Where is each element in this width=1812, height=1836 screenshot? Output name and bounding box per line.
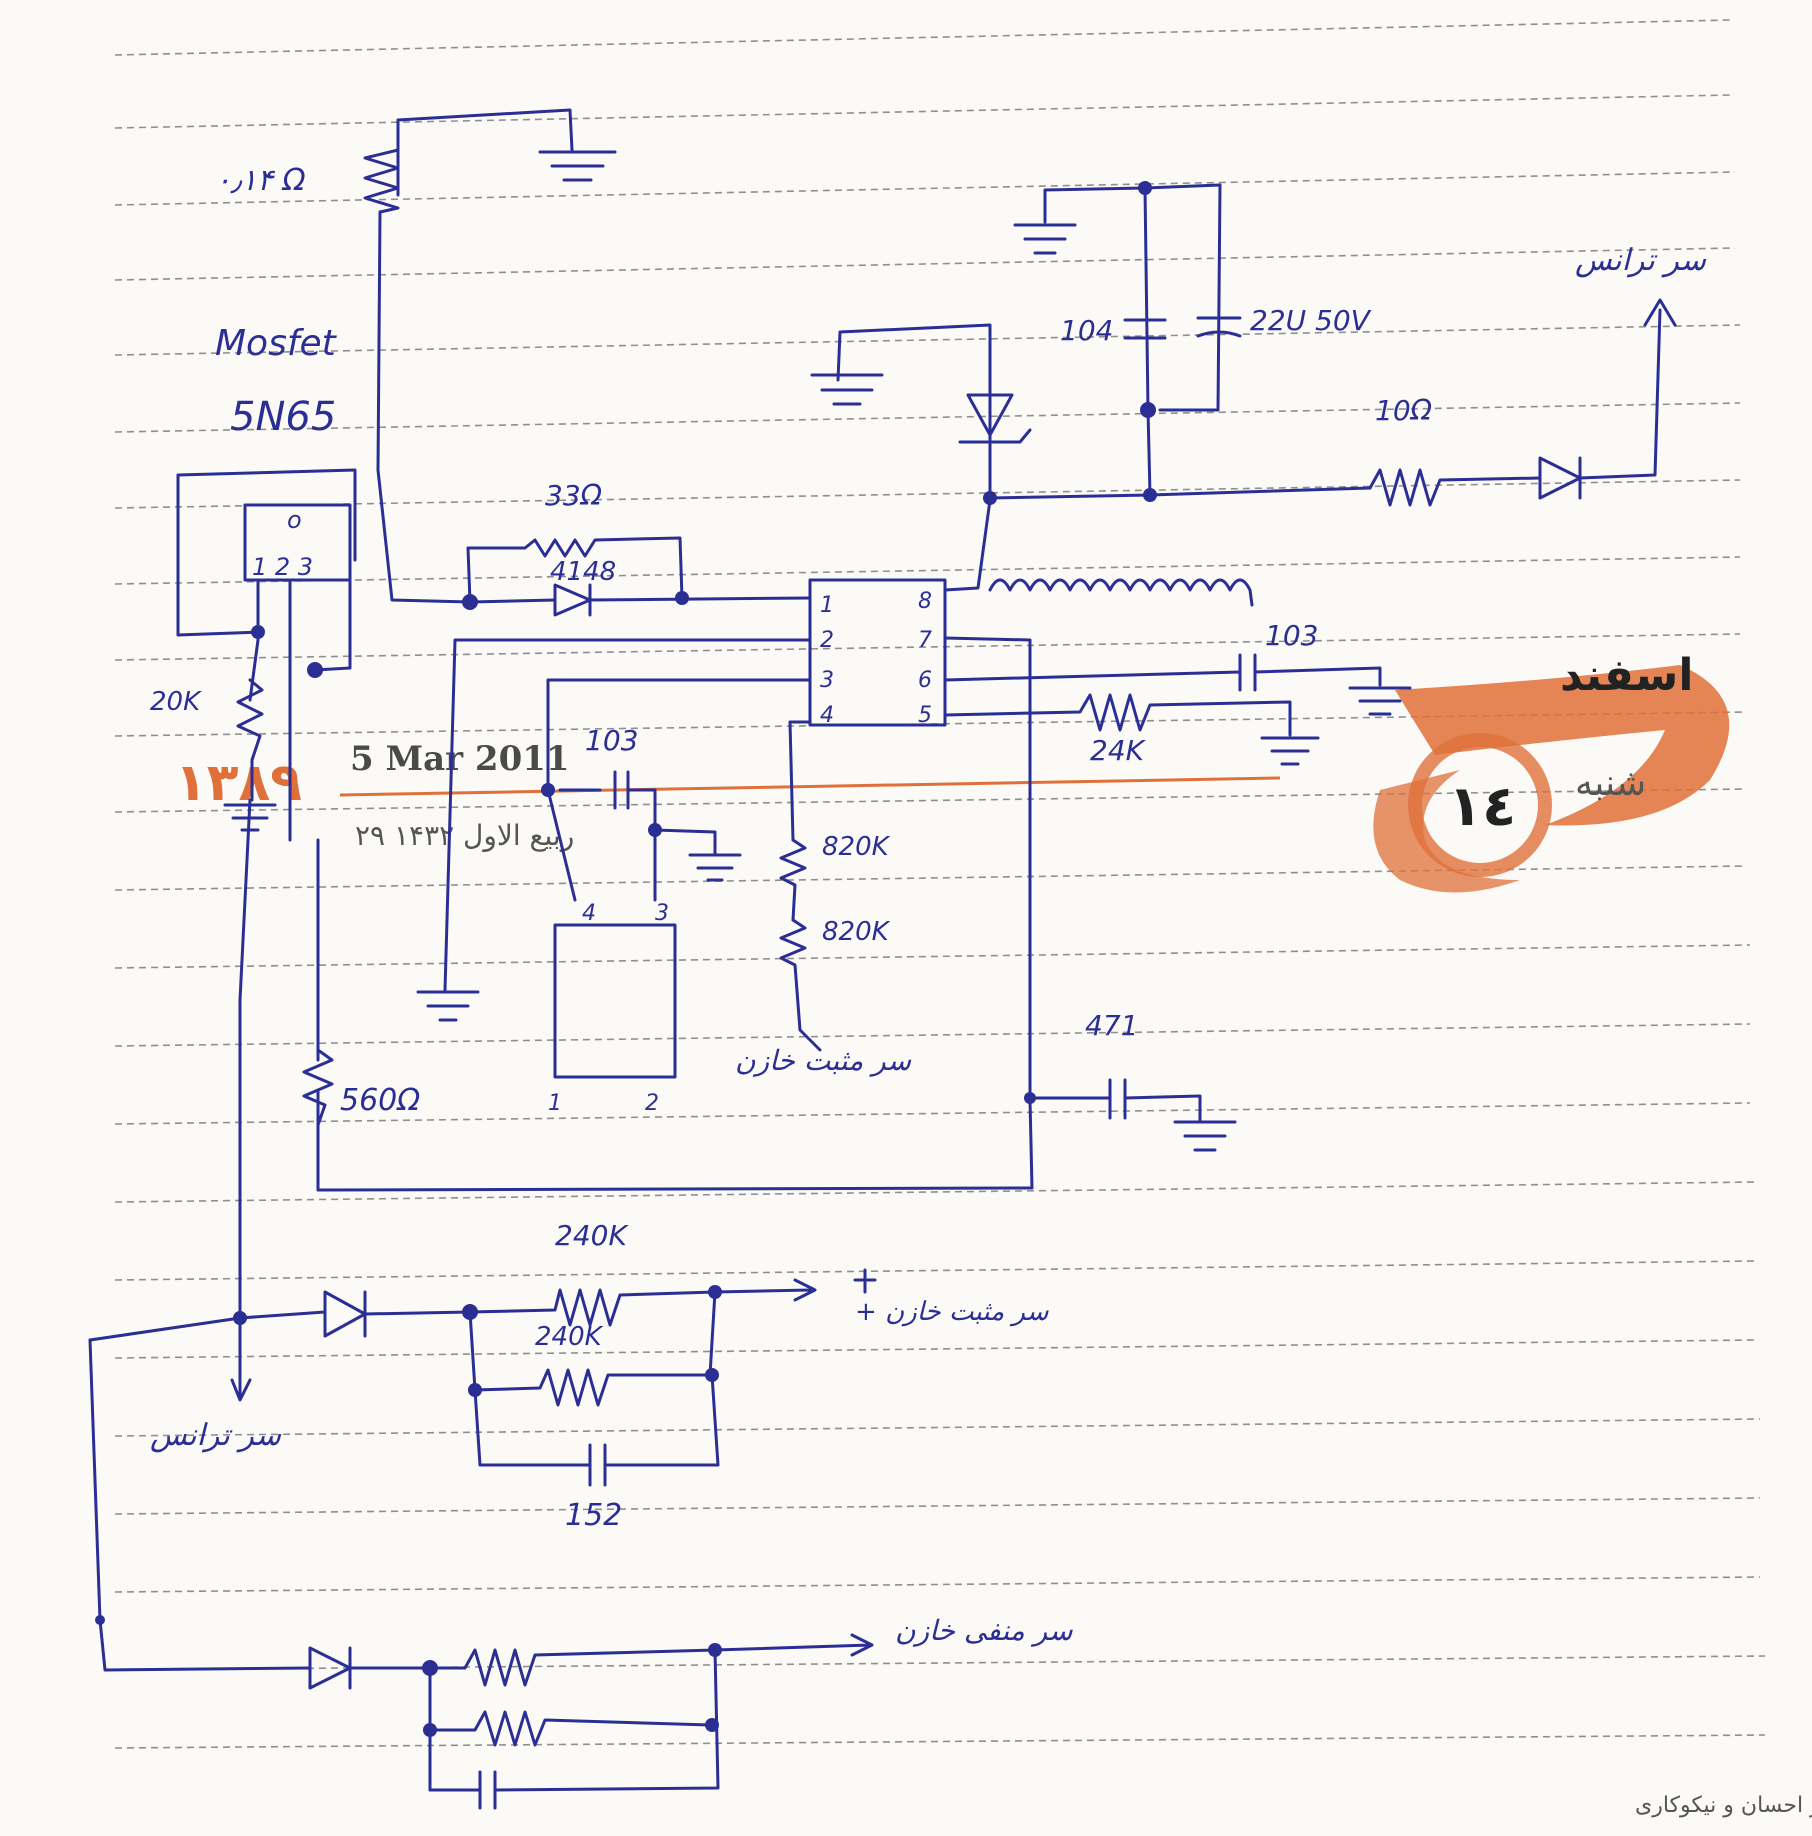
label-r240k-a: 240K — [555, 1219, 629, 1252]
label-fb: سر مثبت خازن — [735, 1044, 912, 1077]
label-c103-mid: 103 — [585, 724, 638, 757]
label-mosfet-pins: 1 2 3 — [252, 553, 313, 581]
junction-dots — [95, 181, 1157, 1737]
label-pos-cap: + سر مثبت خازن — [855, 1297, 1050, 1327]
inductor-coil — [988, 578, 1254, 607]
label-c471: 471 — [1085, 1009, 1138, 1042]
date-badge: اسفند شنبه ١٤ — [1373, 650, 1730, 893]
label-r240k-b: 240K — [535, 1322, 604, 1352]
label-mosfet-part: 5N65 — [230, 394, 336, 440]
label-trans-bottom: سر ترانس — [150, 1418, 282, 1453]
label-subchip-pin1: 1 — [548, 1091, 562, 1116]
ic-pin-3: 3 — [820, 668, 834, 693]
label-r560: 560Ω — [340, 1083, 420, 1118]
ruled-lines — [114, 19, 1766, 1749]
gregorian-date: 5 Mar 2011 — [350, 739, 570, 779]
label-r24k: 24K — [1090, 734, 1147, 767]
label-out-top: سر ترانس — [1575, 243, 1707, 278]
mosfet-heatsink — [176, 468, 357, 637]
mosfet-body — [243, 503, 352, 582]
label-mosfet-top: o — [287, 506, 302, 534]
wires — [88, 108, 1677, 1810]
control-ic — [808, 578, 947, 727]
label-r820k-b: 820K — [822, 917, 891, 947]
ic-pin-1: 1 — [820, 593, 834, 618]
label-c22u: 22U 50V — [1250, 304, 1372, 337]
label-subchip-pin4: 4 — [582, 901, 596, 926]
ic-pin-labels: 1 2 3 4 8 7 6 5 — [820, 589, 932, 728]
ic-pin-5: 5 — [918, 703, 932, 728]
badge-day: ١٤ — [1448, 774, 1516, 839]
label-subchip-pin2: 2 — [645, 1091, 659, 1116]
badge-month: اسفند — [1560, 650, 1693, 701]
schematic-labels: ۰٫۱۴ Ω Mosfet 5N65 o 1 2 3 20K 33Ω 4148 … — [150, 163, 1707, 1647]
label-d4148: 4148 — [550, 557, 616, 587]
badge-weekday: شنبه — [1575, 763, 1646, 804]
shunt-resistor — [363, 148, 400, 214]
label-r-gate: 20K — [150, 687, 202, 717]
ic-pin-4: 4 — [820, 703, 834, 728]
label-shunt: ۰٫۱۴ Ω — [215, 163, 306, 198]
label-neg-cap: سر منفی خازن — [895, 1614, 1073, 1647]
ic-pin-7: 7 — [918, 628, 932, 653]
ic-pin-8: 8 — [918, 589, 932, 614]
date-stamp: ۱۳۸۹ 5 Mar 2011 ۲۹ ربیع الاول ۱۴۳۲ — [175, 739, 1281, 852]
label-r33: 33Ω — [545, 479, 603, 512]
label-r820k-a: 820K — [822, 832, 891, 862]
label-mosfet-name: Mosfet — [215, 323, 338, 364]
hijri-date: ۲۹ ربیع الاول ۱۴۳۲ — [355, 819, 574, 852]
label-c103-right: 103 — [1265, 619, 1318, 652]
label-r10: 10Ω — [1375, 394, 1433, 427]
ic-pin-6: 6 — [918, 668, 932, 693]
solar-year: ۱۳۸۹ — [175, 753, 302, 813]
sub-chip — [553, 923, 677, 1079]
label-c152: 152 — [565, 1498, 622, 1533]
ic-pin-2: 2 — [820, 628, 834, 653]
footer-text: روز احسان و نیکوکاری — [1635, 1793, 1812, 1818]
label-c104: 104 — [1060, 314, 1113, 347]
label-subchip-pin3: 3 — [655, 901, 669, 926]
